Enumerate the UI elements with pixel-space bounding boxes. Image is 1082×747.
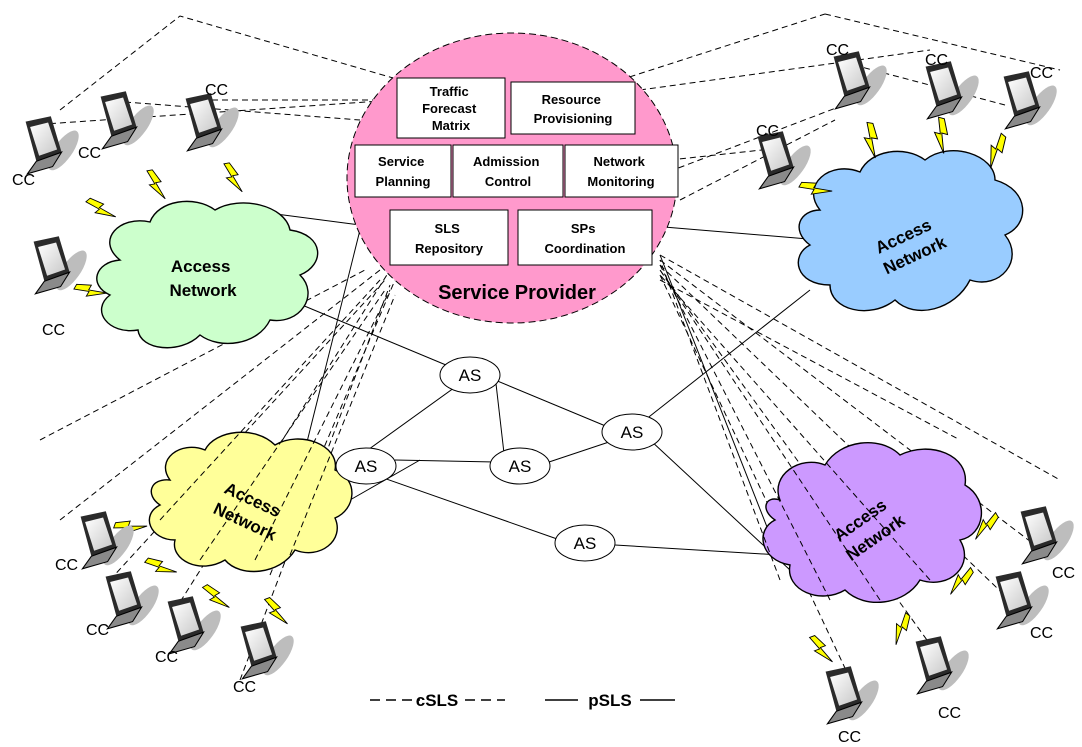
- cc-label: CC: [78, 145, 101, 162]
- service-planning-line1: Service: [378, 154, 424, 169]
- cc-label: CC: [925, 52, 948, 69]
- network-monitoring-box: Network Monitoring: [564, 144, 679, 198]
- laptop-icon: [915, 635, 975, 696]
- green-cloud-line1: Access: [171, 257, 231, 276]
- resource-provisioning-box: Resource Provisioning: [510, 81, 636, 135]
- svg-text:AS: AS: [509, 457, 532, 476]
- cc-label: CC: [1052, 565, 1075, 582]
- cc-label: CC: [55, 557, 78, 574]
- as-node-4: AS: [601, 413, 663, 451]
- svg-text:SLS Repository: SLS Repository: [415, 221, 484, 256]
- laptop-icon: [185, 92, 245, 153]
- svg-text:Admission Control: Admission Control: [473, 154, 543, 189]
- lightning-icon: [85, 192, 117, 226]
- sls-repository-box: SLS Repository: [389, 209, 509, 266]
- lightning-icon: [144, 551, 178, 583]
- network-monitoring-line1: Network: [594, 154, 646, 169]
- access-network-green: Access Network: [96, 200, 319, 349]
- resource-provisioning-line1: Resource: [542, 92, 601, 107]
- laptop-icon: [833, 50, 893, 111]
- cc-label: CC: [86, 622, 109, 639]
- traffic-forecast-line1: Traffic: [430, 84, 469, 99]
- admission-control-line1: Admission: [473, 154, 540, 169]
- network-monitoring-line2: Monitoring: [587, 174, 654, 189]
- access-network-purple: Access Network: [762, 441, 982, 604]
- lightning-icon: [809, 632, 833, 667]
- lightning-icon: [860, 121, 882, 159]
- traffic-forecast-box: Traffic Forecast Matrix: [396, 77, 506, 139]
- cc-label: CC: [838, 729, 861, 746]
- svg-text:AS: AS: [574, 534, 597, 553]
- lightning-icon: [146, 168, 166, 202]
- laptop-icon: [825, 665, 885, 726]
- sps-coordination-box: SPs Coordination: [517, 209, 653, 266]
- laptop-icon: [1020, 505, 1080, 566]
- admission-control-line2: Control: [485, 174, 531, 189]
- traffic-forecast-line3: Matrix: [432, 118, 471, 133]
- laptop-icon: [167, 595, 227, 656]
- green-cloud-line2: Network: [169, 281, 237, 300]
- sls-repository-line2: Repository: [415, 241, 484, 256]
- access-network-blue: Access Network: [797, 150, 1024, 312]
- service-provider-title: Service Provider: [438, 282, 596, 304]
- cc-labels: CC CC CC CC CC CC CC CC CC CC CC CC CC C…: [12, 42, 1075, 746]
- svg-text:AS: AS: [355, 457, 378, 476]
- sls-repository-line1: SLS: [435, 221, 461, 236]
- legend: cSLS pSLS: [370, 691, 675, 710]
- laptop-icon: [80, 510, 140, 571]
- svg-text:Service Planning: Service Planning: [376, 154, 431, 189]
- svg-text:Network Monitoring: Network Monitoring: [587, 154, 654, 189]
- legend-csls: cSLS: [416, 691, 459, 710]
- laptop-icon: [105, 570, 165, 631]
- cc-label: CC: [233, 679, 256, 696]
- as-node-5: AS: [554, 524, 616, 562]
- cc-label: CC: [155, 649, 178, 666]
- laptop-icon: [240, 620, 300, 681]
- access-network-yellow: Access Network: [148, 431, 353, 573]
- lightning-icon: [885, 612, 917, 646]
- sps-coordination-line2: Coordination: [545, 241, 626, 256]
- cc-label: CC: [1030, 65, 1053, 82]
- svg-text:AS: AS: [621, 423, 644, 442]
- traffic-forecast-line2: Forecast: [422, 101, 477, 116]
- admission-control-box: Admission Control: [452, 144, 564, 198]
- csls-links-over: [159, 259, 931, 601]
- cc-label: CC: [938, 705, 961, 722]
- svg-text:SPs Coordination: SPs Coordination: [545, 221, 626, 256]
- sps-coordination-line1: SPs: [571, 221, 596, 236]
- as-node-3: AS: [489, 447, 551, 485]
- cc-label: CC: [42, 322, 65, 339]
- cc-label: CC: [12, 172, 35, 189]
- lightning-icon: [929, 116, 953, 154]
- service-planning-box: Service Planning: [354, 144, 452, 198]
- legend-psls: pSLS: [588, 691, 631, 710]
- as-node-2: AS: [335, 447, 397, 485]
- resource-provisioning-line2: Provisioning: [534, 111, 613, 126]
- svg-text:AS: AS: [459, 366, 482, 385]
- laptop-icon: [995, 570, 1055, 631]
- laptop-icon: [25, 115, 85, 176]
- lightning-icon: [264, 594, 288, 629]
- laptop-icon: [925, 60, 985, 121]
- svg-text:Traffic Forecast M: Traffic Forecast Matrix: [422, 84, 480, 133]
- lightning-icon: [202, 580, 230, 615]
- laptop-icon: [100, 90, 160, 151]
- svg-text:Access Network: Access Network: [169, 257, 237, 300]
- cc-label: CC: [1030, 625, 1053, 642]
- cc-label: CC: [756, 123, 779, 140]
- service-planning-line2: Planning: [376, 174, 431, 189]
- cc-label: CC: [826, 42, 849, 59]
- svg-text:Resource Provisioning: Resource Provisioning: [534, 92, 613, 126]
- lightning-icon: [223, 161, 243, 195]
- cc-label: CC: [205, 82, 228, 99]
- as-node-1: AS: [439, 356, 501, 394]
